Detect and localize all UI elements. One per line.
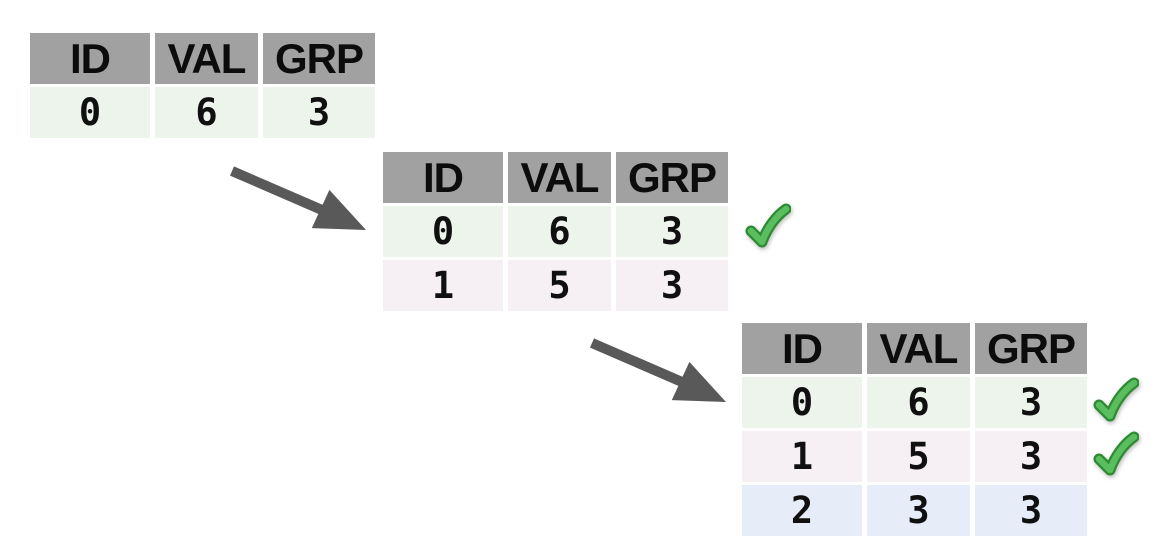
header-row: ID VAL GRP [30, 33, 375, 84]
arrow-down-right-icon [230, 166, 366, 230]
cell-grp: 3 [975, 431, 1087, 482]
cell-id: 0 [742, 377, 862, 428]
table-row: 0 6 3 [742, 377, 1087, 428]
table-row: 0 6 3 [30, 87, 375, 138]
table-row: 2 3 3 [742, 485, 1087, 536]
table-step-2: ID VAL GRP 0 6 3 1 5 3 [378, 149, 733, 314]
column-header-val: VAL [867, 323, 970, 374]
data-table: ID VAL GRP 0 6 3 [25, 30, 380, 141]
table-step-1: ID VAL GRP 0 6 3 [25, 30, 380, 141]
table-row: 0 6 3 [383, 206, 728, 257]
column-header-grp: GRP [616, 152, 728, 203]
cell-val: 5 [508, 260, 611, 311]
cell-id: 0 [383, 206, 503, 257]
column-header-grp: GRP [263, 33, 375, 84]
green-check-icon [1093, 431, 1139, 476]
cell-id: 1 [383, 260, 503, 311]
column-header-val: VAL [155, 33, 258, 84]
table-step-3: ID VAL GRP 0 6 3 1 5 3 2 3 [737, 320, 1092, 539]
cell-val: 5 [867, 431, 970, 482]
arrow-down-right-icon [590, 338, 726, 402]
column-header-grp: GRP [975, 323, 1087, 374]
cell-grp: 3 [616, 260, 728, 311]
green-check-icon [1093, 377, 1139, 422]
cell-id: 1 [742, 431, 862, 482]
header-row: ID VAL GRP [383, 152, 728, 203]
column-header-id: ID [30, 33, 150, 84]
data-table: ID VAL GRP 0 6 3 1 5 3 2 3 [737, 320, 1092, 539]
column-header-id: ID [742, 323, 862, 374]
cell-grp: 3 [975, 377, 1087, 428]
cell-id: 0 [30, 87, 150, 138]
cell-val: 3 [867, 485, 970, 536]
table-row: 1 5 3 [383, 260, 728, 311]
cell-val: 6 [508, 206, 611, 257]
cell-id: 2 [742, 485, 862, 536]
header-row: ID VAL GRP [742, 323, 1087, 374]
table-row: 1 5 3 [742, 431, 1087, 482]
cell-grp: 3 [263, 87, 375, 138]
cell-grp: 3 [616, 206, 728, 257]
column-header-id: ID [383, 152, 503, 203]
column-header-val: VAL [508, 152, 611, 203]
cell-grp: 3 [975, 485, 1087, 536]
cell-val: 6 [155, 87, 258, 138]
data-table: ID VAL GRP 0 6 3 1 5 3 [378, 149, 733, 314]
cell-val: 6 [867, 377, 970, 428]
green-check-icon [745, 203, 791, 248]
